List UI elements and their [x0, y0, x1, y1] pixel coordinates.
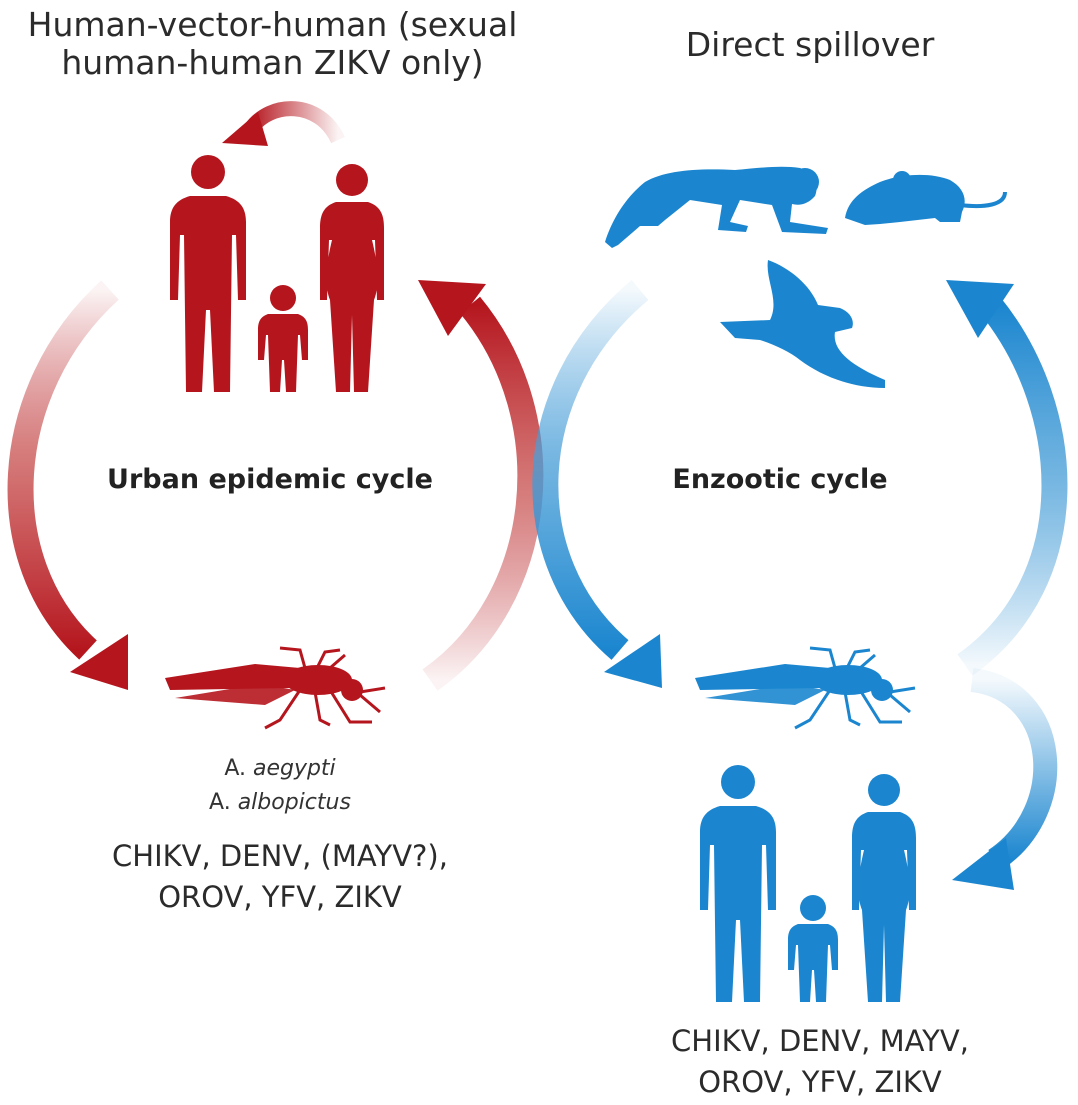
woman-silhouette [852, 774, 916, 1002]
man-silhouette [700, 765, 776, 1002]
man-silhouette [170, 155, 246, 392]
species-name: aegypti [253, 756, 336, 781]
vector-species-albopictus: A. albopictus [160, 790, 400, 815]
woman-silhouette [320, 164, 384, 392]
enzootic-arrow-vector-to-host [946, 280, 1054, 665]
rodent-icon [845, 171, 1005, 225]
spillover-virus-list-line-2: OROV, YFV, ZIKV [610, 1066, 1030, 1099]
monkey-icon [605, 167, 828, 248]
genus-abbrev: A. [224, 756, 246, 781]
title-direct-spillover: Direct spillover [640, 26, 980, 64]
urban-virus-list-line-1: CHIKV, DENV, (MAYV?), [60, 840, 500, 873]
child-silhouette [788, 895, 838, 1002]
child-silhouette [258, 285, 308, 392]
genus-abbrev: A. [209, 790, 231, 815]
human-family-icon [170, 155, 384, 392]
sexual-transmission-arrow [222, 109, 338, 146]
urban-virus-list-line-2: OROV, YFV, ZIKV [60, 881, 500, 914]
human-family-icon [700, 765, 916, 1002]
spillover-arrow [952, 680, 1045, 890]
mosquito-icon [695, 648, 915, 728]
enzootic-cycle-label: Enzootic cycle [630, 464, 930, 495]
bird-icon [720, 260, 885, 388]
urban-cycle-label: Urban epidemic cycle [60, 464, 480, 495]
spillover-virus-list-line-1: CHIKV, DENV, MAYV, [610, 1025, 1030, 1058]
species-name: albopictus [238, 790, 351, 815]
title-human-vector-human: Human-vector-human (sexual human-human Z… [0, 6, 545, 82]
vector-species-aegypti: A. aegypti [180, 756, 380, 781]
mosquito-icon [165, 648, 385, 728]
